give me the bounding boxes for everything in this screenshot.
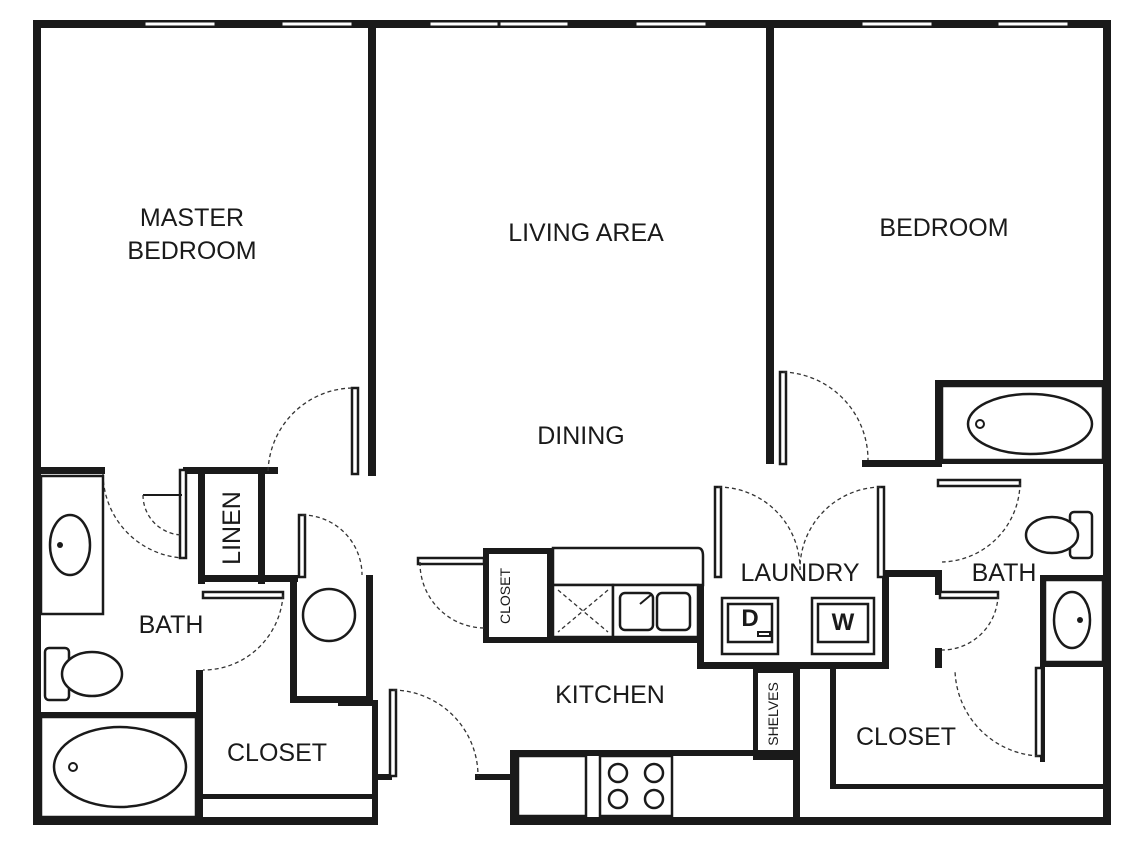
kitchen-label: KITCHEN (555, 681, 665, 709)
sink-icon (48, 513, 92, 577)
interior-walls (33, 28, 1105, 820)
water-heater-icon (301, 587, 357, 643)
washer-label: W (832, 609, 855, 636)
living-area-label: LIVING AREA (508, 219, 664, 247)
bath-left-label: BATH (139, 611, 204, 639)
closet-right-label: CLOSET (856, 723, 956, 751)
laundry-label: LAUNDRY (740, 559, 859, 587)
dryer-label: D (741, 605, 758, 632)
master-bedroom-label: MASTER (140, 204, 244, 232)
exterior-walls (33, 20, 1111, 825)
toilet-icon (43, 646, 124, 702)
room-labels: MASTER BEDROOM LIVING AREA BEDROOM DININ… (127, 204, 1036, 767)
toilet-icon (1024, 510, 1094, 560)
windows (144, 21, 1069, 27)
bath-right-label: BATH (972, 559, 1037, 587)
fixtures (39, 384, 1105, 819)
shelves-label: SHELVES (765, 682, 781, 746)
dishwasher-icon (551, 583, 615, 639)
dining-label: DINING (537, 422, 625, 450)
doors (102, 370, 1044, 778)
master-bedroom-label-2: BEDROOM (127, 237, 256, 265)
closet-left-label: CLOSET (227, 739, 327, 767)
linen-label: LINEN (218, 491, 246, 565)
stove-icon (598, 754, 674, 818)
bedroom-label: BEDROOM (879, 214, 1008, 242)
small-closet-label: CLOSET (497, 568, 513, 624)
